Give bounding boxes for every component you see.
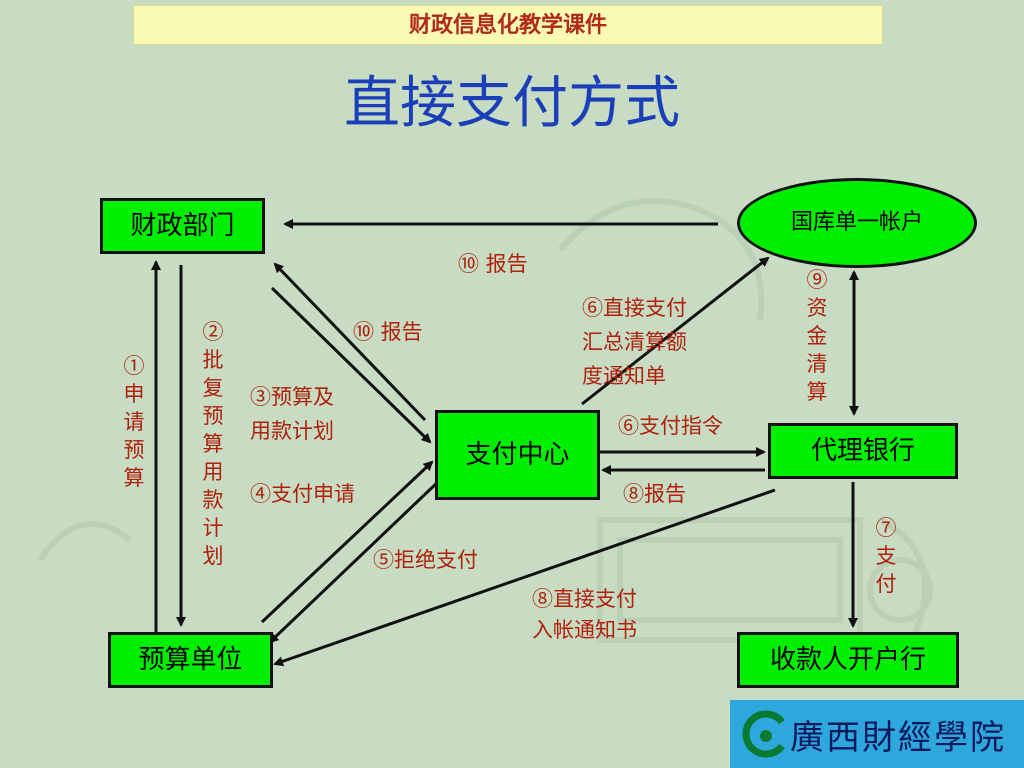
course-banner: 财政信息化教学课件 [133,5,883,45]
node-payee-bank: 收款人开户行 [737,632,959,688]
arrow-bank-to-budget [273,488,776,667]
label-step6b-instruction: ⑥支付指令 [618,414,723,438]
arrow-finance-to-center [270,286,432,444]
label-step10-report-top: ⑩ 报告 [458,252,528,276]
label-step7-pay: ⑦支付 [875,516,897,596]
label-step6a-line1: ⑥直接支付 [582,296,687,320]
node-finance-dept: 财政部门 [100,198,265,254]
logo-emblem-icon [742,710,785,758]
page-title: 直接支付方式 [344,71,680,136]
label-step2-approve-plan: ②批复预算用款计划 [202,320,224,568]
label-step3-line2: 用款计划 [250,419,334,443]
node-treasury-account: 国库单一帐户 [737,178,977,268]
logo-text: 廣西財經學院 [790,718,1006,758]
arrow-budget-to-center [260,460,434,624]
label-step4-pay-request: ④支付申请 [250,482,355,506]
node-payment-center: 支付中心 [435,410,600,500]
college-logo: 廣西財經學院 [730,700,1024,768]
label-step10-report-mid: ⑩ 报告 [353,320,423,344]
label-step6a-line3: 度通知单 [582,364,666,388]
label-step1-apply-budget: ①申请预算 [123,354,145,490]
label-step3-line1: ③预算及 [250,385,334,409]
arrow-center-to-budget [268,478,442,644]
label-step8b-line1: ⑧直接支付 [532,587,637,611]
node-agent-bank: 代理银行 [768,423,958,479]
label-step8a-report: ⑧报告 [623,482,686,506]
label-step5-reject: ⑤拒绝支付 [373,548,478,572]
arrow-center-to-treasury [581,256,770,406]
label-step6a-line2: 汇总清算额 [582,330,687,354]
label-step8b-line2: 入帐通知书 [532,618,637,642]
arrow-center-to-finance [273,262,427,422]
label-step9-settlement: ⑨资金清算 [806,268,828,404]
node-budget-unit: 预算单位 [108,632,273,688]
